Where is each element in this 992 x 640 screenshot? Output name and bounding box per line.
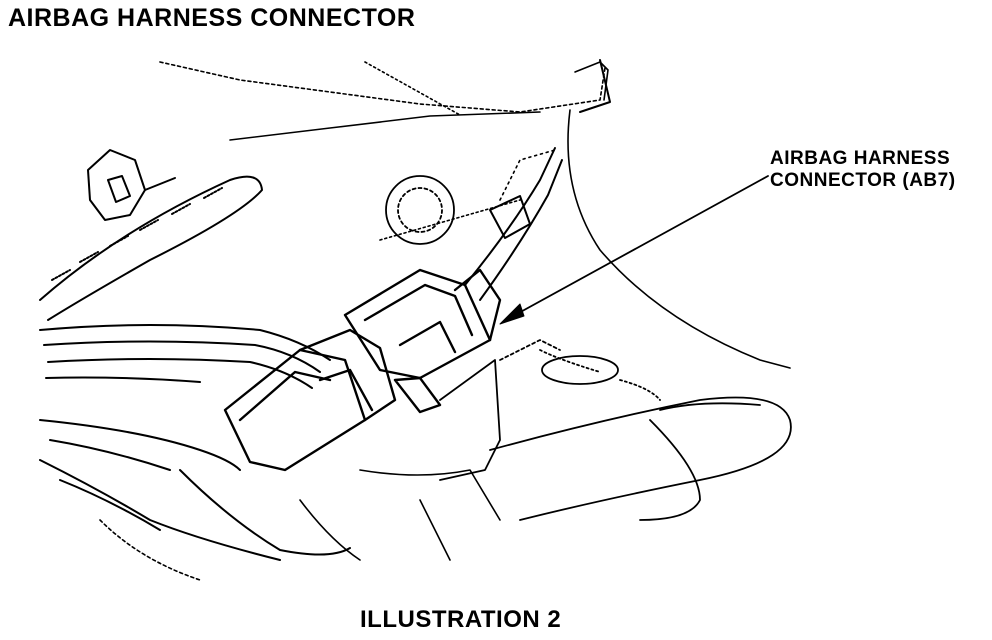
connector-lead-wires [464, 147, 563, 301]
callout-label-line-1: AIRBAG HARNESS [770, 148, 951, 169]
callout-leader-arrow [499, 175, 769, 325]
callout-label-line-2: CONNECTOR (AB7) [770, 170, 956, 191]
steering-column [489, 349, 792, 521]
harness-connector-left-half [223, 328, 397, 472]
panel-boss [385, 175, 455, 245]
diagram-title: AIRBAG HARNESS CONNECTOR [8, 4, 416, 32]
callout-label: AIRBAG HARNESS CONNECTOR (AB7) [770, 148, 956, 192]
dash-panel-outline [159, 59, 791, 369]
wire-harness-bundle [39, 175, 351, 561]
mounting-bracket [87, 149, 176, 221]
lower-dash-structure [99, 469, 501, 581]
illustration-caption: ILLUSTRATION 2 [360, 606, 562, 633]
connector-mount-bracket [439, 339, 561, 481]
